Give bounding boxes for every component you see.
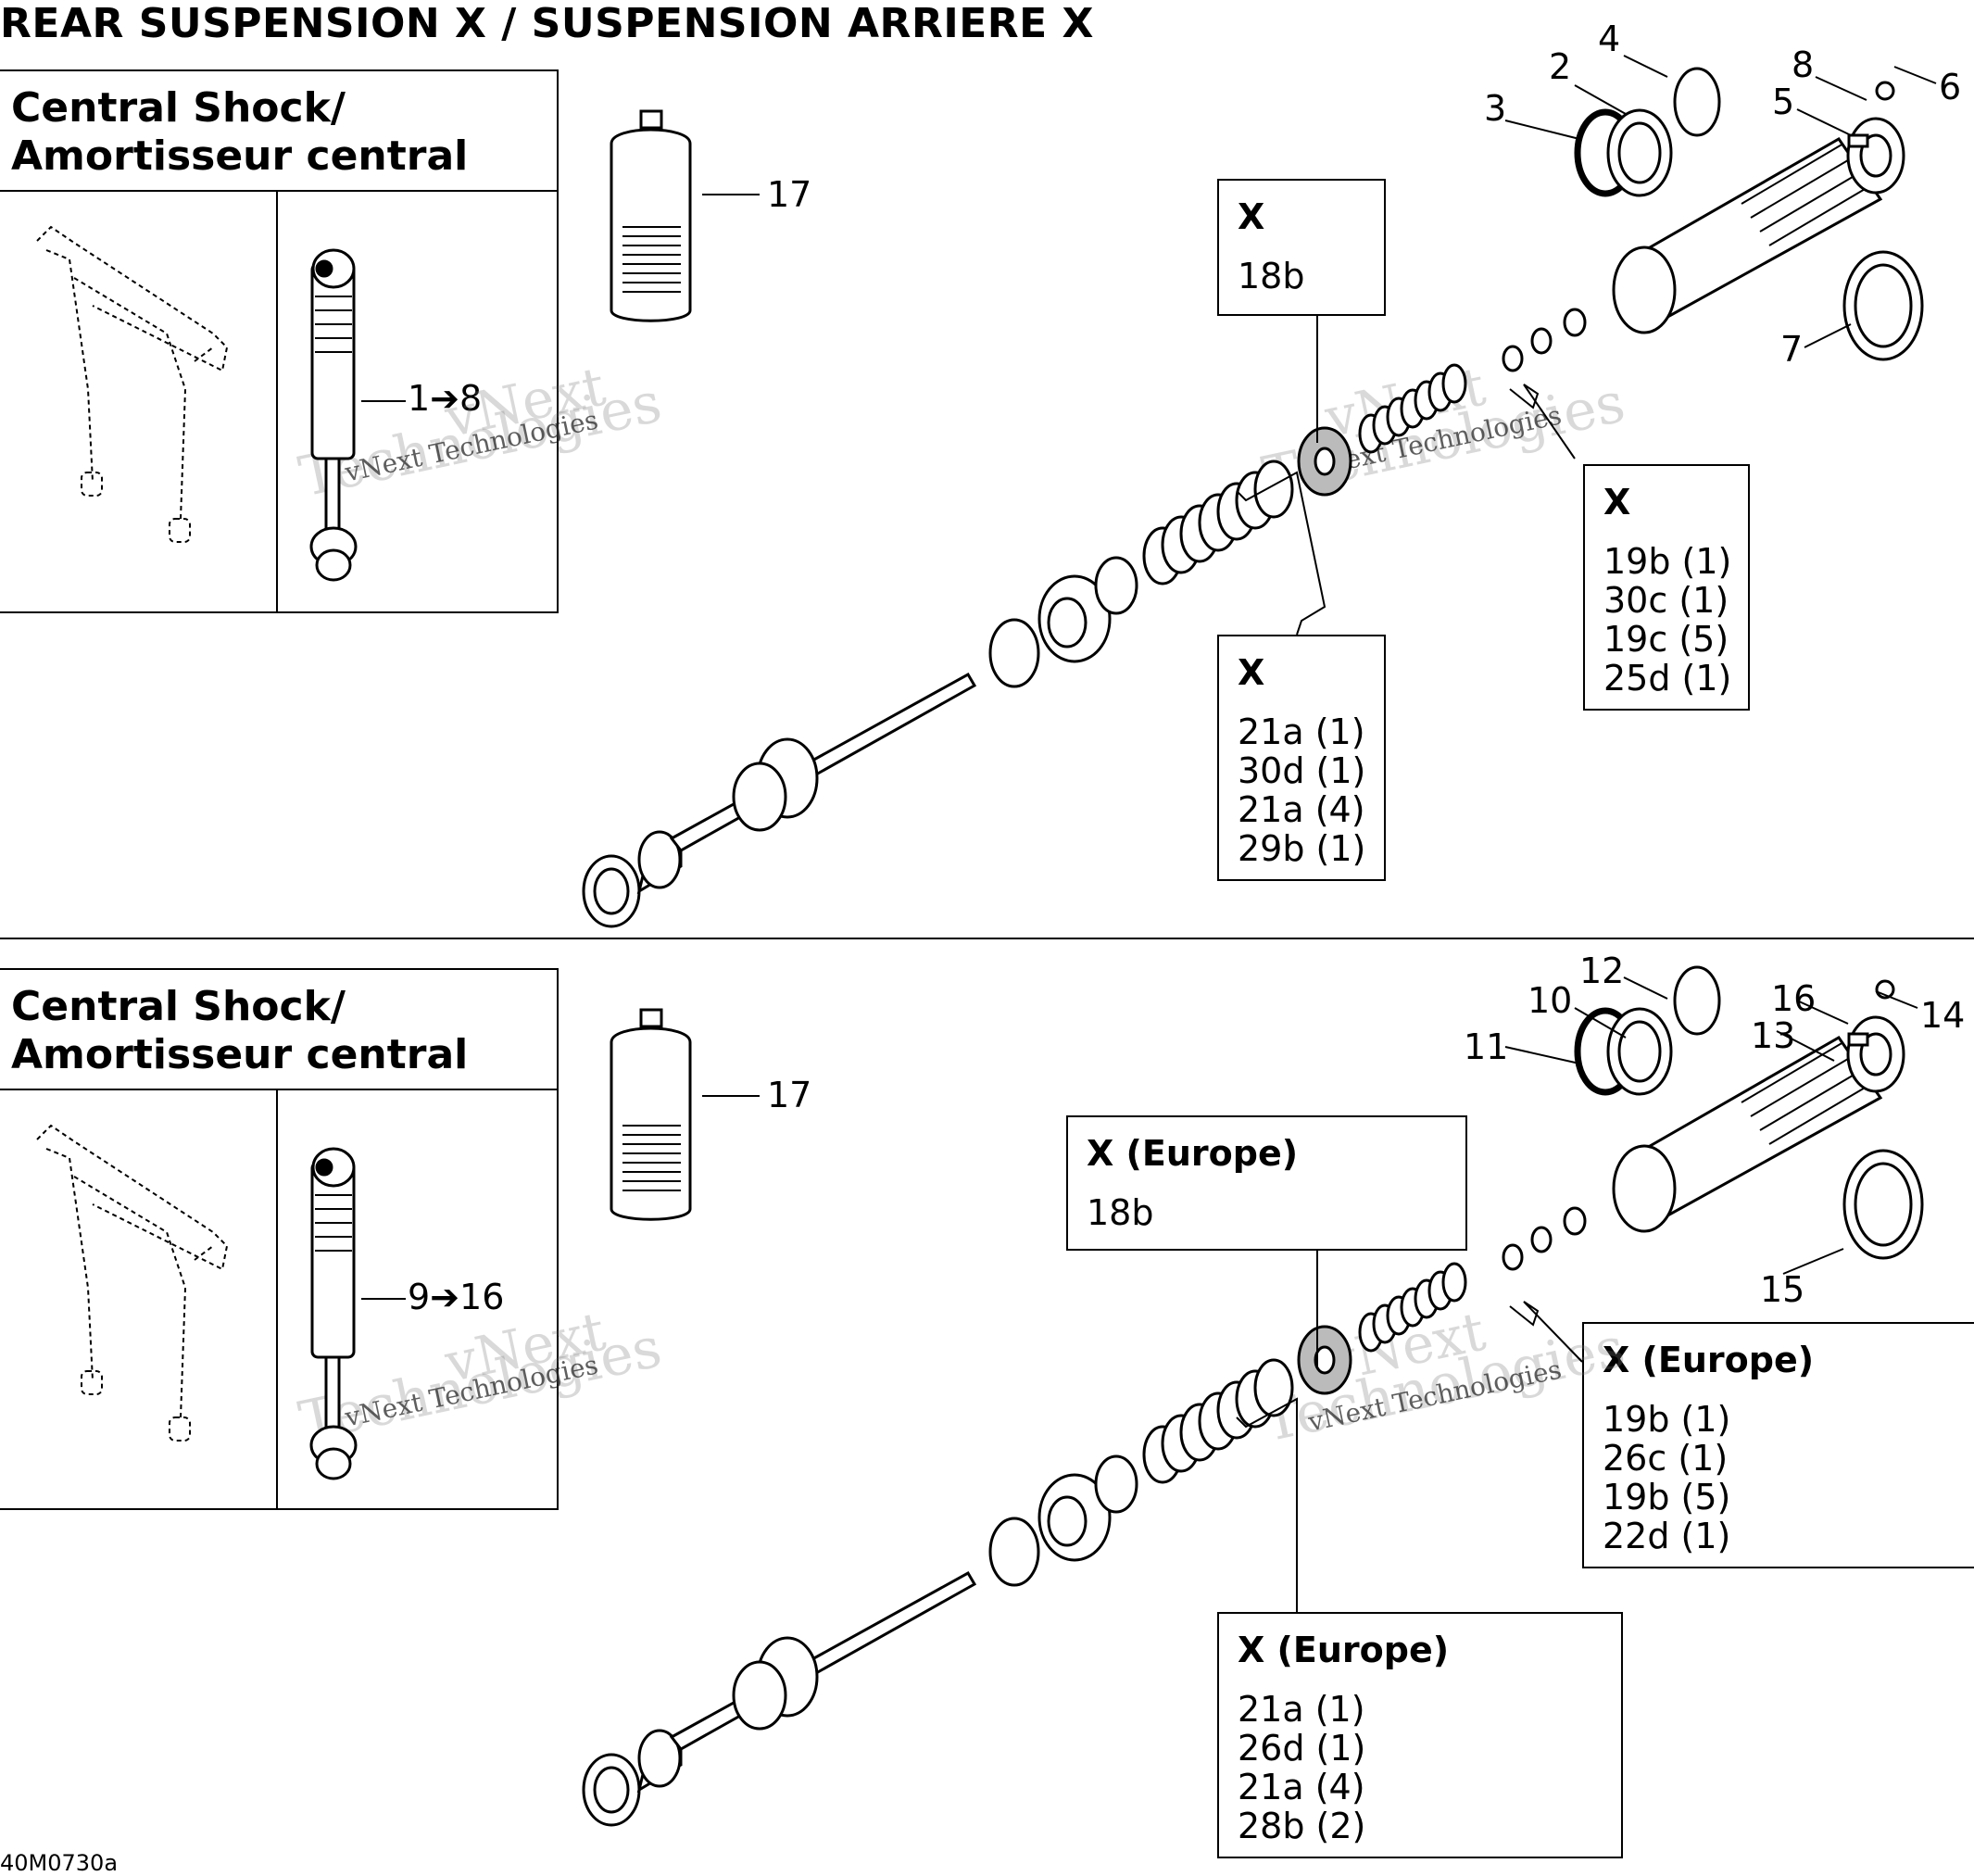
panel-title-line-1: Central Shock/ — [11, 84, 346, 132]
callout-header: X (Europe) — [1603, 1340, 1815, 1380]
shock-exploded-2 — [584, 967, 1922, 1825]
callout-item: 29b (1) — [1238, 828, 1366, 869]
part-number-label: 7 — [1780, 329, 1804, 370]
callout-item: 21a (1) — [1238, 711, 1365, 752]
part-number-label: 12 — [1579, 951, 1625, 991]
part-number-label: 15 — [1760, 1269, 1805, 1310]
callout-box-right-2: X (Europe) 19b (1) 26c (1) 19b (5) 22d (… — [1582, 1322, 1974, 1568]
callout-item: 22d (1) — [1603, 1516, 1731, 1556]
part-number-label: 1➔8 — [408, 378, 483, 419]
part-number-label: 17 — [767, 174, 812, 215]
leader-lines-1 — [361, 55, 1937, 636]
callout-item: 30c (1) — [1603, 580, 1729, 621]
part-number-label: 9➔16 — [408, 1277, 505, 1317]
part-number-label: 8 — [1792, 44, 1815, 85]
part-number-label: 11 — [1464, 1026, 1509, 1067]
frame-view-cell-2 — [0, 1090, 278, 1510]
drawing-code: 40M0730a — [0, 1850, 119, 1876]
section-divider — [0, 938, 1974, 939]
callout-header: X — [1238, 652, 1265, 693]
callout-item: 26c (1) — [1603, 1438, 1729, 1479]
part-number-label: 3 — [1484, 88, 1507, 129]
mini-shock-1 — [309, 248, 358, 582]
callout-item: 21a (4) — [1238, 1767, 1365, 1807]
callout-item: 19b (5) — [1603, 1477, 1731, 1517]
part-number-label: 13 — [1751, 1015, 1796, 1056]
callout-item: 21a (4) — [1238, 789, 1365, 830]
panel-title-line-2: Amortisseur central — [11, 1031, 469, 1078]
leader-lines-2 — [361, 976, 1918, 1612]
callout-item: 19b (1) — [1603, 541, 1732, 582]
panel-title-line-1: Central Shock/ — [11, 983, 346, 1030]
callout-box-right-1: X 19b (1) 30c (1) 19c (5) 25d (1) — [1583, 464, 1750, 711]
oil-bottle-2 — [610, 1008, 692, 1221]
callout-header: X — [1603, 482, 1631, 523]
page-title: REAR SUSPENSION X / SUSPENSION ARRIERE X — [0, 0, 1094, 47]
part-number-label: 5 — [1772, 82, 1795, 122]
part-number-label: 6 — [1939, 67, 1962, 107]
callout-box-bottom-2: X (Europe) 21a (1) 26d (1) 21a (4) 28b (… — [1217, 1612, 1623, 1858]
callout-item: 19b (1) — [1603, 1399, 1731, 1440]
panel-locator-2: Central Shock/ Amortisseur central — [0, 968, 559, 1510]
callout-box-18b-1: X 18b — [1217, 179, 1386, 316]
part-number-label: 4 — [1598, 19, 1621, 59]
callout-item: 18b — [1087, 1192, 1154, 1233]
callout-header: X (Europe) — [1238, 1630, 1450, 1670]
panel-title-line-2: Amortisseur central — [11, 132, 469, 180]
callout-item: 21a (1) — [1238, 1689, 1365, 1730]
mini-shock-2 — [309, 1147, 358, 1480]
panel-title-2: Central Shock/ Amortisseur central — [0, 970, 557, 1090]
callout-box-bottom-1: X 21a (1) 30d (1) 21a (4) 29b (1) — [1217, 635, 1386, 881]
callout-item: 30d (1) — [1238, 750, 1366, 791]
callout-box-18b-2: X (Europe) 18b — [1066, 1115, 1467, 1251]
callout-item: 28b (2) — [1238, 1806, 1366, 1846]
frame-sketch-1 — [36, 226, 228, 543]
frame-view-cell-1 — [0, 192, 278, 613]
part-number-label: 2 — [1549, 46, 1572, 87]
callout-item: 26d (1) — [1238, 1728, 1366, 1769]
callout-header: X — [1238, 196, 1265, 237]
callout-item: 25d (1) — [1603, 658, 1732, 699]
callout-item: 18b — [1238, 256, 1305, 296]
panel-locator-1: Central Shock/ Amortisseur central — [0, 69, 559, 613]
part-number-label: 10 — [1528, 980, 1573, 1021]
frame-sketch-2 — [36, 1125, 228, 1442]
part-number-label: 16 — [1771, 978, 1817, 1019]
panel-title-1: Central Shock/ Amortisseur central — [0, 71, 557, 192]
oil-bottle-1 — [610, 109, 692, 322]
part-number-label: 14 — [1920, 995, 1966, 1036]
callout-header: X (Europe) — [1087, 1133, 1299, 1174]
part-number-label: 17 — [767, 1075, 812, 1115]
callout-item: 19c (5) — [1603, 619, 1729, 660]
